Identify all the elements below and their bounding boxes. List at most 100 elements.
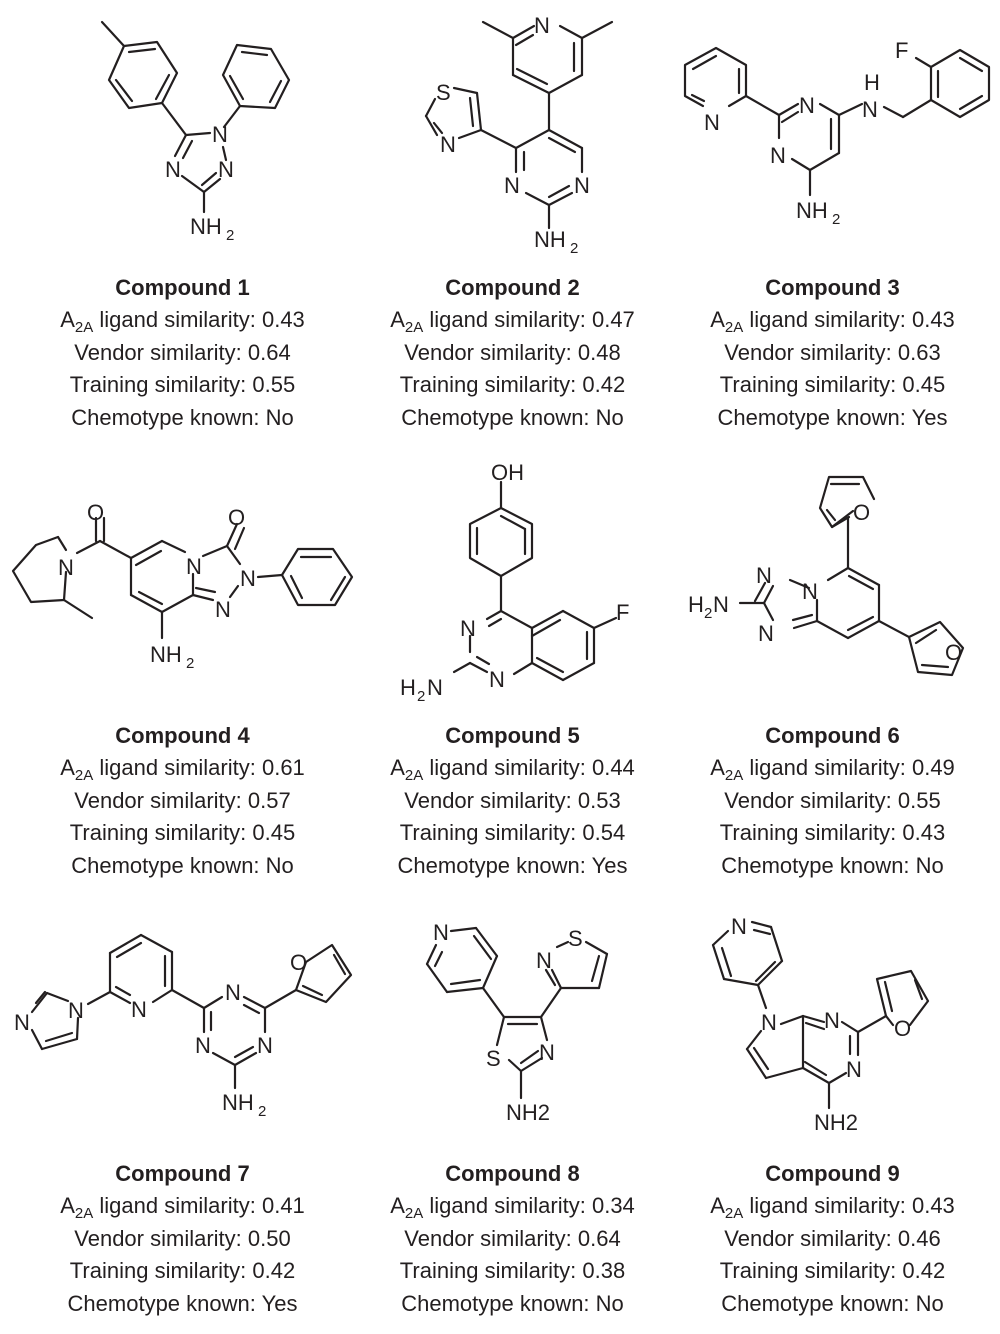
training-similarity: Training similarity: 0.42 bbox=[69, 1258, 296, 1283]
atom-label: N bbox=[68, 998, 84, 1023]
compound-9-info: Compound 9 A2A ligand similarity: 0.43 V… bbox=[666, 1158, 999, 1320]
atom-label: N bbox=[440, 132, 456, 157]
atom-label: O bbox=[853, 500, 870, 525]
atom-label: N bbox=[433, 920, 449, 945]
atom-label: H bbox=[400, 675, 416, 700]
atom-label: OH bbox=[491, 460, 524, 485]
training-similarity: Training similarity: 0.45 bbox=[69, 820, 296, 845]
training-similarity: Training similarity: 0.42 bbox=[399, 372, 626, 397]
atom-label: N bbox=[536, 948, 552, 973]
compound-title: Compound 1 bbox=[115, 275, 250, 300]
atom-label: H bbox=[688, 592, 704, 617]
atom-label: NH bbox=[534, 227, 566, 252]
atom-label: N bbox=[534, 13, 550, 38]
atom-label: N bbox=[770, 143, 786, 168]
a2a-similarity: A2A ligand similarity: 0.43 bbox=[710, 307, 955, 336]
compound-title: Compound 8 bbox=[445, 1161, 580, 1186]
svg-text:2: 2 bbox=[704, 605, 712, 622]
vendor-similarity: Vendor similarity: 0.46 bbox=[724, 1225, 941, 1251]
compound-title: Compound 9 bbox=[765, 1161, 900, 1186]
svg-text:2: 2 bbox=[186, 655, 194, 672]
compound-1-structure: N N N NH 2 bbox=[16, 0, 349, 260]
chemotype-known: Chemotype known: Yes bbox=[397, 852, 628, 878]
atom-label: F bbox=[895, 38, 908, 63]
atom-label: S bbox=[486, 1046, 501, 1071]
atom-label: N bbox=[731, 914, 747, 939]
vendor-similarity: Vendor similarity: 0.57 bbox=[74, 787, 291, 813]
atom-label: NH bbox=[190, 214, 222, 239]
atom-label: N bbox=[218, 157, 234, 182]
vendor-similarity: Vendor similarity: 0.55 bbox=[724, 787, 941, 813]
compound-title: Compound 6 bbox=[765, 723, 900, 748]
compound-6-structure: O N N N H 2 N O bbox=[666, 450, 999, 710]
atom-label: N bbox=[574, 173, 590, 198]
atom-label: N bbox=[215, 597, 231, 622]
atom-label: S bbox=[436, 80, 451, 105]
compound-7-structure: N N N N N N O NH 2 bbox=[14, 900, 353, 1150]
training-similarity: Training similarity: 0.55 bbox=[69, 372, 296, 397]
chemotype-known: Chemotype known: No bbox=[401, 404, 624, 430]
training-similarity: Training similarity: 0.43 bbox=[719, 820, 946, 845]
a2a-similarity: A2A ligand similarity: 0.34 bbox=[390, 1193, 635, 1222]
a2a-similarity: A2A ligand similarity: 0.44 bbox=[390, 755, 635, 784]
svg-text:2: 2 bbox=[258, 1103, 266, 1120]
compound-title: Compound 4 bbox=[115, 723, 250, 748]
atom-label: N bbox=[758, 621, 774, 646]
svg-text:2: 2 bbox=[570, 240, 578, 257]
atom-label: NH bbox=[150, 642, 182, 667]
atom-label: N bbox=[761, 1010, 777, 1035]
a2a-similarity: A2A ligand similarity: 0.49 bbox=[710, 755, 955, 784]
compound-7-info: Compound 7 A2A ligand similarity: 0.41 V… bbox=[16, 1158, 349, 1320]
atom-label: N bbox=[131, 997, 147, 1022]
atom-label: N bbox=[704, 110, 720, 135]
atom-label: N bbox=[802, 579, 818, 604]
svg-text:2: 2 bbox=[832, 211, 840, 228]
svg-text:2: 2 bbox=[417, 688, 425, 705]
atom-label: H bbox=[864, 70, 880, 95]
atom-label: O bbox=[228, 505, 245, 530]
chemotype-known: Chemotype known: Yes bbox=[717, 404, 948, 430]
atom-label: N bbox=[186, 554, 202, 579]
compound-8-structure: N N S S N NH2 bbox=[346, 900, 679, 1150]
a2a-similarity: A2A ligand similarity: 0.47 bbox=[390, 307, 635, 336]
compound-title: Compound 2 bbox=[445, 275, 580, 300]
compound-4-structure: O N O N N N NH 2 bbox=[11, 450, 354, 710]
atom-label: N bbox=[824, 1008, 840, 1033]
atom-label: N bbox=[240, 566, 256, 591]
atom-label: N bbox=[862, 97, 878, 122]
atom-label: F bbox=[616, 600, 629, 625]
atom-label: N bbox=[504, 173, 520, 198]
atom-label: N bbox=[195, 1033, 211, 1058]
a2a-similarity: A2A ligand similarity: 0.43 bbox=[60, 307, 305, 336]
a2a-similarity: A2A ligand similarity: 0.61 bbox=[60, 755, 305, 784]
a2a-similarity: A2A ligand similarity: 0.41 bbox=[60, 1193, 305, 1222]
atom-label: N bbox=[756, 563, 772, 588]
compound-1-info: Compound 1 A2A ligand similarity: 0.43 V… bbox=[16, 272, 349, 434]
atom-label: N bbox=[427, 675, 443, 700]
vendor-similarity: Vendor similarity: 0.64 bbox=[74, 339, 291, 365]
training-similarity: Training similarity: 0.38 bbox=[399, 1258, 626, 1283]
svg-text:2: 2 bbox=[226, 227, 234, 244]
atom-label: NH2 bbox=[814, 1110, 858, 1135]
atom-label: O bbox=[290, 950, 307, 975]
chemotype-known: Chemotype known: No bbox=[721, 1290, 944, 1316]
chemotype-known: Chemotype known: Yes bbox=[67, 1290, 298, 1316]
chemotype-known: Chemotype known: No bbox=[721, 852, 944, 878]
atom-label: N bbox=[460, 616, 476, 641]
training-similarity: Training similarity: 0.54 bbox=[399, 820, 626, 845]
compound-3-info: Compound 3 A2A ligand similarity: 0.43 V… bbox=[666, 272, 999, 434]
compound-9-structure: N N N N O NH2 bbox=[666, 900, 999, 1150]
atom-label: N bbox=[165, 157, 181, 182]
atom-label: S bbox=[568, 926, 583, 951]
vendor-similarity: Vendor similarity: 0.48 bbox=[404, 339, 621, 365]
chemotype-known: Chemotype known: No bbox=[71, 404, 294, 430]
compound-title: Compound 7 bbox=[115, 1161, 250, 1186]
compound-6-info: Compound 6 A2A ligand similarity: 0.49 V… bbox=[666, 720, 999, 882]
training-similarity: Training similarity: 0.42 bbox=[719, 1258, 946, 1283]
training-similarity: Training similarity: 0.45 bbox=[719, 372, 946, 397]
atom-label: N bbox=[14, 1010, 30, 1035]
vendor-similarity: Vendor similarity: 0.53 bbox=[404, 787, 621, 813]
atom-label: N bbox=[58, 555, 74, 580]
atom-label: N bbox=[489, 667, 505, 692]
chemotype-known: Chemotype known: No bbox=[401, 1290, 624, 1316]
